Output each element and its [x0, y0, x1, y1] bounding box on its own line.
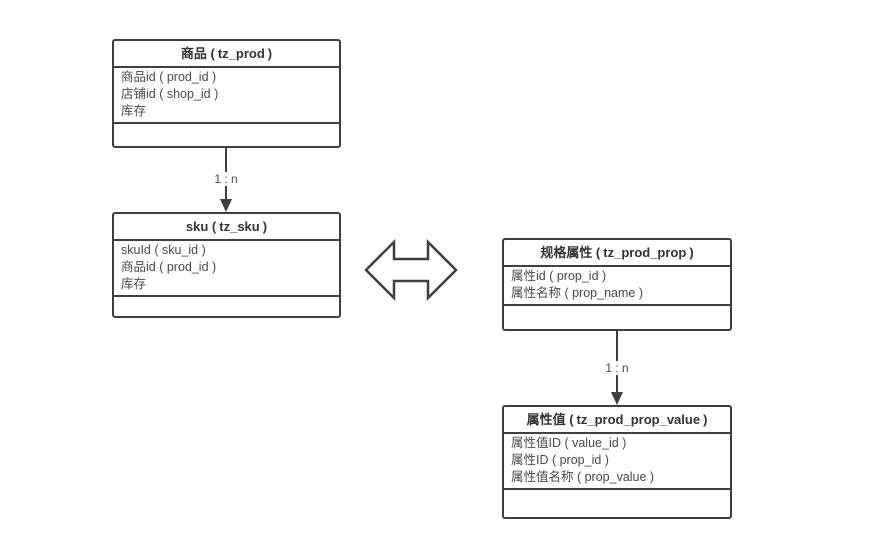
entity-table-name: tz_prod: [217, 46, 265, 61]
entity-title-suffix: ): [689, 245, 694, 260]
entity-title-suffix: ): [262, 219, 268, 234]
entity-table-name: tz_prod_prop: [603, 245, 687, 260]
entity-table-name: tz_prod_prop_value: [576, 412, 701, 427]
entity-title-prefix: sku (: [185, 219, 217, 234]
entity-title-prefix: 商品 (: [180, 46, 215, 61]
entity-title-sku: sku (tz_sku): [114, 214, 339, 241]
entity-empty-row: [504, 490, 730, 517]
entity-fields-prod: 商品id ( prod_id ) 店铺id ( shop_id ) 库存: [114, 68, 339, 124]
entity-fields-prop-value: 属性值ID ( value_id ) 属性ID ( prop_id ) 属性值名…: [504, 434, 730, 490]
connector-label-prop-value: 1 : n: [602, 361, 632, 375]
entity-title-prod-prop: 规格属性 (tz_prod_prop): [504, 240, 730, 267]
entity-title-suffix: ): [703, 412, 708, 427]
field-row: 属性名称 ( prop_name ): [511, 286, 643, 300]
entity-table-prod: 商品 (tz_prod) 商品id ( prod_id ) 店铺id ( sho…: [112, 39, 341, 148]
entity-empty-row: [114, 297, 339, 316]
entity-table-sku: sku (tz_sku) skuId ( sku_id ) 商品id ( pro…: [112, 212, 341, 318]
entity-title-prop-value: 属性值 (tz_prod_prop_value): [504, 407, 730, 434]
entity-title-prefix: 规格属性 (: [540, 245, 601, 260]
entity-table-prod-prop: 规格属性 (tz_prod_prop) 属性id ( prop_id ) 属性名…: [502, 238, 732, 331]
field-row: 店铺id ( shop_id ): [121, 87, 219, 101]
entity-table-prop-value: 属性值 (tz_prod_prop_value) 属性值ID ( value_i…: [502, 405, 732, 519]
entity-table-name: tz_sku: [219, 219, 260, 234]
field-row: 商品id ( prod_id ): [121, 70, 217, 84]
entity-fields-sku: skuId ( sku_id ) 商品id ( prod_id ) 库存: [114, 241, 339, 297]
field-row: 属性值ID ( value_id ): [511, 436, 627, 450]
arrow-down-icon: [611, 392, 623, 405]
field-row: 库存: [121, 104, 147, 118]
entity-empty-row: [114, 124, 339, 146]
entity-title-suffix: ): [267, 46, 273, 61]
arrow-down-icon: [220, 199, 232, 212]
double-arrow-icon: [364, 238, 458, 302]
field-row: 库存: [121, 277, 147, 291]
entity-title-prod: 商品 (tz_prod): [114, 41, 339, 68]
entity-fields-prod-prop: 属性id ( prop_id ) 属性名称 ( prop_name ): [504, 267, 730, 306]
field-row: 属性值名称 ( prop_value ): [511, 470, 655, 484]
field-row: skuId ( sku_id ): [121, 243, 206, 257]
entity-empty-row: [504, 306, 730, 329]
entity-title-prefix: 属性值 (: [526, 412, 574, 427]
field-row: 属性ID ( prop_id ): [511, 453, 609, 467]
connector-label-prod-sku: 1 : n: [211, 172, 241, 186]
field-row: 属性id ( prop_id ): [511, 269, 607, 283]
field-row: 商品id ( prod_id ): [121, 260, 217, 274]
